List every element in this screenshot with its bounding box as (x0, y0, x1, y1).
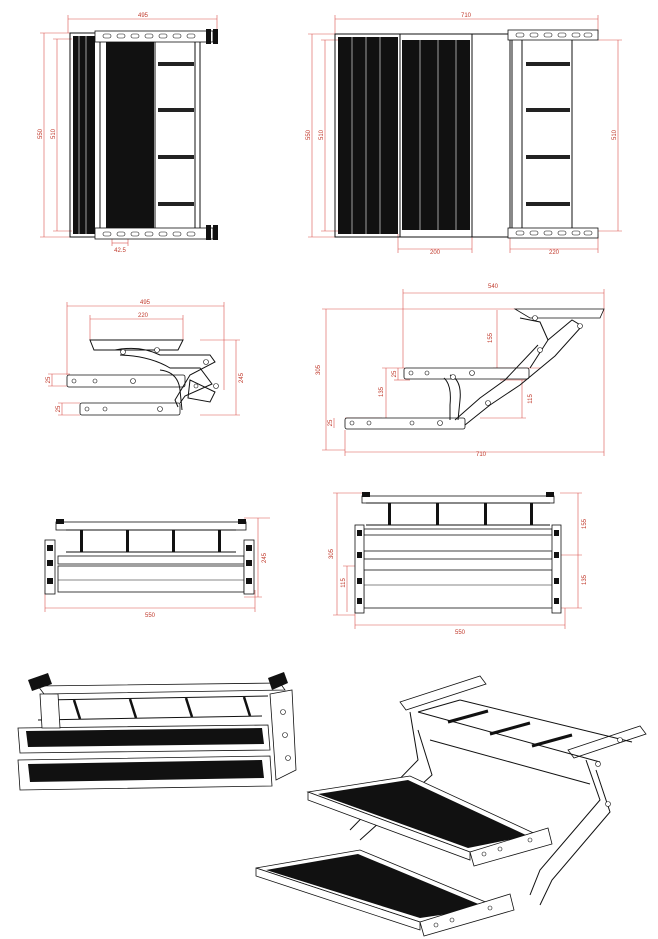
front-view-single-step: 245 550 (44, 517, 270, 619)
isometric-double-step (255, 675, 647, 937)
dim-top-right-height-outer: 550 (306, 129, 312, 140)
dim-top-left-bottom-small: 42.5 (114, 248, 126, 254)
front-view-double-step: 305 115 155 135 550 (329, 492, 588, 636)
dim-front-left-width: 550 (145, 613, 156, 619)
dim-top-right-height-inner: 510 (319, 129, 325, 140)
dim-top-left-height-inner: 510 (51, 128, 57, 139)
dim-top-left-width: 495 (138, 13, 149, 19)
top-view-double-step: 710 550 510 510 200 220 (306, 13, 622, 256)
dim-side-right-lower-b: 115 (528, 394, 534, 404)
dim-top-right-bottom-right: 220 (549, 250, 560, 256)
dim-side-right-lower-a: 25 (328, 419, 334, 426)
side-view-single-step: 495 220 245 25 25 (46, 300, 245, 416)
top-view-single-step: 495 550 510 42.5 (38, 13, 218, 254)
dim-top-left-height-outer: 550 (38, 128, 44, 139)
dim-top-right-width: 710 (461, 13, 472, 19)
dim-top-right-bottom-left: 200 (430, 250, 441, 256)
dim-side-right-overall-height: 305 (316, 364, 322, 375)
dim-top-right-right-height: 510 (612, 129, 618, 140)
dim-front-right-upper: 155 (582, 518, 588, 529)
dim-side-right-upper: 155 (488, 332, 494, 343)
dim-side-right-mid-a: 25 (392, 370, 398, 377)
dim-front-right-width: 550 (455, 630, 466, 636)
side-view-double-step: 540 305 155 25 135 25 115 710 (316, 284, 605, 458)
dim-side-left-step-b: 25 (56, 405, 62, 412)
isometric-single-step (17, 672, 297, 791)
dim-side-right-top-width: 540 (488, 284, 499, 290)
dim-front-right-left-small: 115 (341, 578, 347, 588)
dim-side-left-height: 245 (239, 372, 245, 383)
dim-side-right-overall-width: 710 (476, 452, 487, 458)
dim-front-right-lower: 135 (582, 574, 588, 585)
dim-front-left-height: 245 (262, 552, 268, 563)
dim-side-left-width: 495 (140, 300, 151, 306)
dim-front-right-overall-height: 305 (329, 548, 335, 559)
dim-side-right-mid-b: 135 (379, 386, 385, 397)
dim-side-left-platform: 220 (138, 313, 149, 319)
dim-side-left-step-a: 25 (46, 376, 52, 383)
